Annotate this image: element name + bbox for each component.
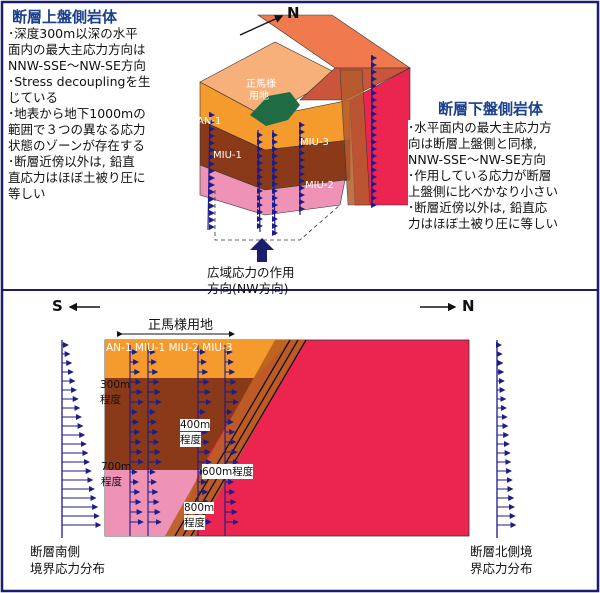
block-diagram	[199, 14, 411, 241]
depth-700-b: 程度	[101, 476, 122, 488]
block-stress-ticks	[209, 55, 377, 236]
regional-stress-line-2: 方向(NW方向)	[207, 281, 289, 296]
south-stress-profile	[62, 342, 102, 528]
north-arrow-icon	[239, 15, 284, 36]
hanging-wall-notes: ･深度300m以深の水平 面内の最大主応力方向は NNW-SSE～NW-SE方向…	[8, 26, 188, 202]
dashed-outline	[214, 190, 341, 241]
fw-line-6: ･断層近傍以外は, 鉛直応	[408, 200, 548, 215]
block-miu2: MIU-2	[305, 180, 334, 191]
fw-line-2: 向は断層上盤側と同様,	[408, 136, 537, 151]
hw-line-4: ･Stress decouplingを生	[8, 74, 151, 89]
fw-line-1: ･水平面内の最大主応力方	[408, 120, 552, 135]
section-boreholes: AN-1 MIU-1 MIU-2 MIU-3	[106, 342, 233, 354]
north-label: N	[287, 4, 300, 22]
hw-line-10: 直応力はほぼ土被り圧に	[8, 170, 146, 185]
footwall-notes: ･水平面内の最大主応力方 向は断層上盤側と同様, NNW-SSE～NW-SE方向…	[408, 120, 596, 232]
site-label-1: 正馬様	[246, 79, 276, 90]
section-south-label: S	[52, 297, 63, 315]
hw-line-7: 範囲で３つの異なる応力	[8, 122, 146, 137]
south-bottom-1: 断層南側	[30, 544, 81, 559]
block-miu1: MIU-1	[213, 150, 242, 161]
north-bottom-1: 断層北側境	[470, 544, 533, 559]
hw-line-6: ･地表から地下1000mの	[8, 106, 146, 121]
hw-line-1: ･深度300m以深の水平	[8, 26, 138, 41]
hw-line-3: NNW-SSE～NW-SE方向	[8, 58, 146, 73]
fw-line-5: 上盤側に比べかなり小さい	[408, 184, 559, 199]
fault-plane	[339, 69, 371, 206]
block-miu3: MIU-3	[300, 137, 329, 148]
hw-line-8: 状態のゾーンが存在する	[8, 138, 145, 153]
section-site-title: 正馬様用地	[148, 318, 214, 333]
block-an1: AN-1	[197, 116, 222, 127]
north-stress-profile	[496, 342, 517, 528]
hw-line-9: ･断層近傍以外は, 鉛直	[8, 154, 135, 169]
cross-section	[104, 331, 470, 537]
depth-400-b: 程度	[180, 432, 201, 447]
south-bottom-2: 境界応力分布	[30, 561, 106, 576]
regional-stress-line-1: 広域応力の作用	[207, 265, 295, 280]
north-bottom-2: 界応力分布	[470, 561, 533, 576]
depth-800-b: 程度	[184, 515, 205, 530]
section-north-label: N	[462, 297, 475, 315]
depth-300-b: 程度	[100, 394, 121, 406]
hw-line-2: 面内の最大主応力方向は	[8, 42, 146, 57]
depth-400-a: 400m	[180, 419, 211, 431]
hw-line-11: 等しい	[8, 186, 46, 201]
depth-800-a: 800m	[184, 502, 215, 514]
fw-line-3: NNW-SSE～NW-SE方向	[408, 152, 546, 167]
up-arrow-icon	[250, 238, 274, 262]
section-stress-ticks	[130, 349, 239, 525]
depth-600: 600m程度	[202, 464, 254, 479]
fw-line-7: 力はほぼ土被り圧に等しい	[408, 216, 559, 231]
site-label-2: 用地	[249, 91, 269, 102]
hw-line-5: じている	[8, 90, 59, 105]
fw-line-4: ･作用している応力が断層	[408, 168, 552, 183]
footwall-title: 断層下盤側岩体	[438, 100, 544, 118]
depth-700-a: 700m	[101, 461, 132, 473]
site-patch	[250, 92, 300, 126]
hanging-wall-title: 断層上盤側岩体	[12, 8, 118, 26]
depth-300-a: 300m	[100, 379, 131, 391]
